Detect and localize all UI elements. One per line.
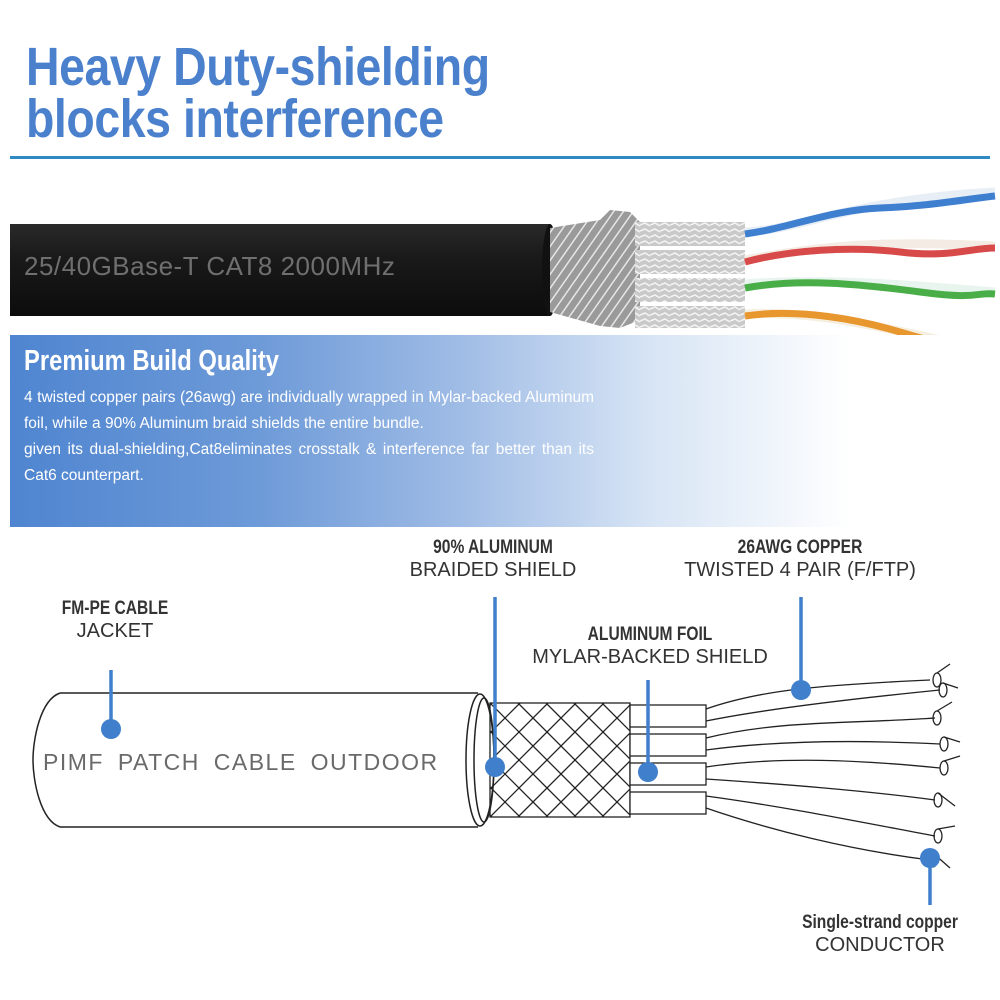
braid-hatch-line xyxy=(601,703,630,732)
label-cable-jacket-subtitle: JACKET xyxy=(76,620,154,642)
braid-hatch-line xyxy=(490,703,605,817)
label-aluminum-foil-title: ALUMINUM FOIL xyxy=(587,624,713,645)
label-braided-shield-subtitle: BRAIDED SHIELD xyxy=(409,559,577,581)
twisted-pair-blue xyxy=(744,187,996,238)
foil-wrapped-pairs xyxy=(635,222,745,328)
callout-dot-conductor xyxy=(920,848,940,868)
headline-line-1: Heavy Duty-shielding xyxy=(26,37,490,97)
label-conductor-title: Single-strand copper xyxy=(802,912,958,933)
cable-jacket-print: 25/40GBase-T CAT8 2000MHz xyxy=(24,251,396,281)
braid-hatch-line xyxy=(517,704,630,817)
callout-dot-jacket xyxy=(101,719,121,739)
callout-dot-braid xyxy=(485,757,505,777)
header-divider xyxy=(10,156,990,159)
callout-markers xyxy=(101,597,940,905)
braid-hatch-line xyxy=(490,703,521,734)
braided-shield-photo xyxy=(550,210,640,328)
braid-hatch-line xyxy=(490,703,577,790)
label-aluminum-foil: ALUMINUM FOIL MYLAR-BACKED SHIELD xyxy=(500,624,800,669)
label-braided-shield-title: 90% ALUMINUM xyxy=(433,537,553,558)
diagram-foil-pairs xyxy=(629,704,707,815)
braid-hatch-line xyxy=(545,732,630,817)
diagram-jacket xyxy=(32,692,495,828)
callout-dot-copper xyxy=(791,680,811,700)
label-cable-jacket: FM-PE CABLE JACKET xyxy=(40,598,190,643)
label-copper-pairs: 26AWG COPPER TWISTED 4 PAIR (F/FTP) xyxy=(650,537,950,582)
label-cable-jacket-title: FM-PE CABLE xyxy=(61,598,169,619)
cable-photo xyxy=(10,187,996,352)
label-braided-shield: 90% ALUMINUM BRAIDED SHIELD xyxy=(388,537,598,582)
label-aluminum-foil-subtitle: MYLAR-BACKED SHIELD xyxy=(532,646,768,668)
braid-hatch-line xyxy=(601,788,630,817)
label-copper-pairs-subtitle: TWISTED 4 PAIR (F/FTP) xyxy=(684,559,916,581)
banner-paragraph-2: given its dual-shielding,Cat8eliminates … xyxy=(24,441,594,484)
braid-hatch-line xyxy=(490,786,521,817)
banner-body: 4 twisted copper pairs (26awg) are indiv… xyxy=(24,385,594,489)
label-copper-pairs-title: 26AWG COPPER xyxy=(737,537,863,558)
callout-dot-foil xyxy=(638,762,658,782)
label-conductor: Single-strand copper CONDUCTOR xyxy=(770,912,990,957)
twisted-pair-red xyxy=(744,239,996,266)
banner-paragraph-1: 4 twisted copper pairs (26awg) are indiv… xyxy=(24,389,594,432)
twisted-pair-green xyxy=(744,277,996,300)
feature-banner xyxy=(10,335,1000,527)
diagram-jacket-print: PIMF PATCH CABLE OUTDOOR xyxy=(43,749,439,775)
braid-hatch-line xyxy=(573,703,630,760)
diagram-braid xyxy=(489,702,631,818)
banner-title: Premium Build Quality xyxy=(24,345,280,377)
cable-cross-section-diagram xyxy=(32,597,961,905)
label-conductor-subtitle: CONDUCTOR xyxy=(815,934,945,956)
diagram-twisted-wires xyxy=(705,663,961,869)
headline-line-2: blocks interference xyxy=(26,89,444,149)
braid-hatch-line xyxy=(573,760,630,817)
